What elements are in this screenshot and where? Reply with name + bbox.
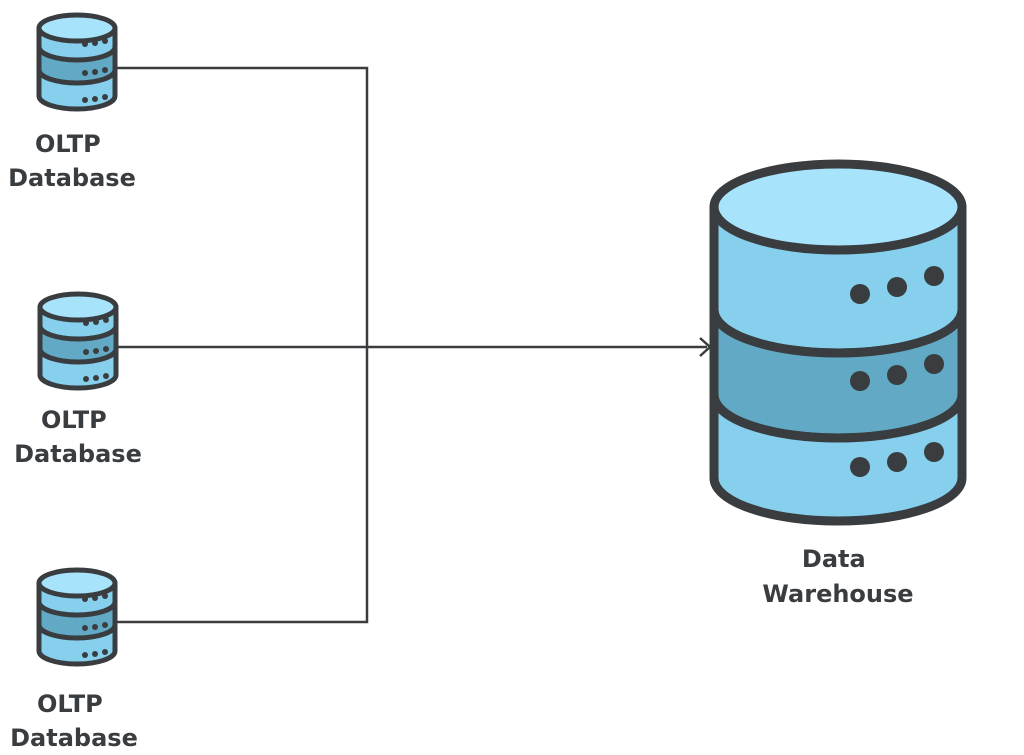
data-warehouse-label-line1: Data: [802, 545, 866, 573]
data-warehouse-label-line2: Warehouse: [762, 580, 913, 608]
oltp-database-icon-2: [37, 291, 119, 391]
oltp-label-1-line1: OLTP: [35, 130, 101, 158]
oltp-label-3: OLTP Database: [10, 690, 138, 752]
oltp-label-3-line2: Database: [10, 724, 138, 752]
connector-bottom: [117, 347, 369, 624]
oltp-label-1-line2: Database: [8, 164, 136, 192]
oltp-label-2-line2: Database: [14, 440, 142, 468]
data-warehouse-label: Data Warehouse: [762, 545, 913, 608]
oltp-label-3-line1: OLTP: [37, 690, 103, 718]
oltp-label-2-line1: OLTP: [41, 406, 107, 434]
data-warehouse-icon: [709, 159, 967, 526]
oltp-database-icon-3: [36, 567, 118, 667]
connector-top: [117, 66, 369, 347]
connectors: [117, 66, 712, 624]
oltp-label-1: OLTP Database: [8, 130, 136, 192]
oltp-database-icon-1: [36, 12, 118, 112]
oltp-label-2: OLTP Database: [14, 406, 142, 468]
